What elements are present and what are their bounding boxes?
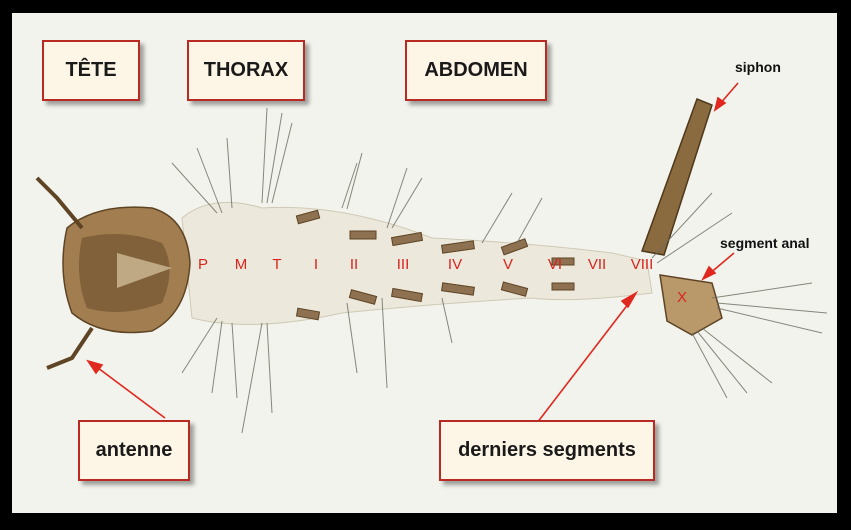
segment-label: II <box>350 256 358 273</box>
diagram-frame: TÊTE THORAX ABDOMEN antenne derniers seg… <box>12 13 837 513</box>
anal-segment <box>660 275 722 335</box>
segment-label: P <box>198 256 208 273</box>
segment-label: M <box>235 256 248 273</box>
label-antenne: antenne <box>78 420 190 481</box>
segment-label: I <box>314 256 318 273</box>
segment-label: V <box>503 256 513 273</box>
segment-label: VI <box>548 256 562 273</box>
arrow-derniers-segments <box>537 299 632 423</box>
segment-label: VIII <box>631 256 654 273</box>
segment-label: X <box>677 289 687 306</box>
label-derniers-segments: derniers segments <box>439 420 655 481</box>
segment-label: VII <box>588 256 606 273</box>
segment-label: III <box>397 256 410 273</box>
antenna-top <box>37 178 82 228</box>
segment-label: IV <box>448 256 462 273</box>
label-thorax: THORAX <box>187 40 305 101</box>
label-siphon: siphon <box>735 59 781 75</box>
label-segment-anal: segment anal <box>720 235 809 251</box>
larva-body <box>182 202 652 324</box>
label-tete: TÊTE <box>42 40 140 101</box>
antenna-bottom <box>47 328 92 368</box>
segment-label: T <box>272 256 281 273</box>
arrow-antenne <box>94 365 165 418</box>
label-abdomen: ABDOMEN <box>405 40 547 101</box>
